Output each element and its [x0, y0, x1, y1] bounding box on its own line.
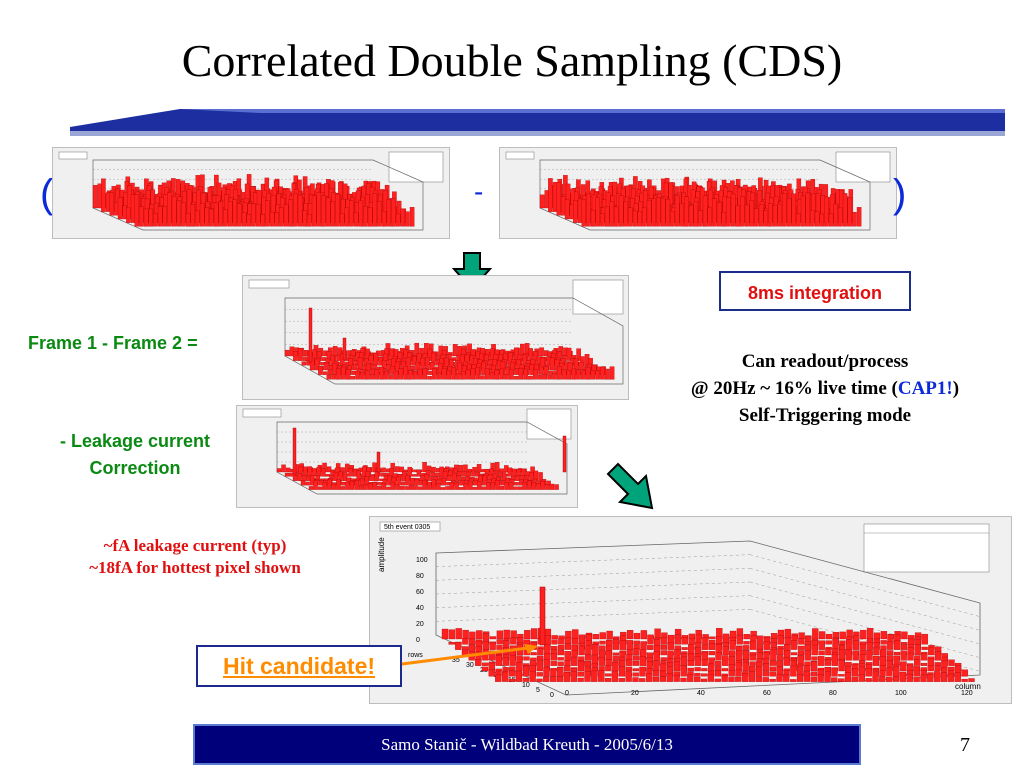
frame1-histogram — [52, 147, 450, 239]
event-histogram-svg: 5th event 0305 amplitude column rows 100… — [377, 521, 990, 699]
event-rowtick: 35 — [452, 657, 460, 664]
minus-sign: - — [474, 176, 484, 207]
readout-line1: Can readout/process — [741, 351, 909, 372]
event-xtick: 120 — [961, 690, 973, 697]
event-xlabel: column — [955, 682, 981, 691]
event-xtick: 60 — [763, 690, 771, 697]
readout-line2-post: ) — [952, 378, 960, 399]
hit-pointer-arrow — [401, 644, 538, 666]
diagonal-arrow-icon — [606, 462, 654, 510]
event-xtick: 100 — [895, 690, 907, 697]
open-paren: ( — [40, 172, 54, 216]
frame-difference-label: Frame 1 - Frame 2 = — [28, 333, 198, 353]
page-number: 7 — [960, 734, 970, 756]
event-xtick: 20 — [631, 690, 639, 697]
event-xtick: 0 — [565, 690, 569, 697]
event-spike — [539, 586, 546, 646]
hit-candidate-label: Hit candidate! — [196, 645, 402, 687]
event-rowtick: 30 — [466, 662, 474, 669]
lego-texture — [276, 421, 568, 495]
readout-text: Can readout/process @ 20Hz ~ 16% live ti… — [630, 348, 1020, 429]
event-xtick: 40 — [697, 690, 705, 697]
event-rowtick: 5 — [536, 687, 540, 694]
leakage-correction-label: - Leakage current Correction — [30, 428, 240, 482]
fa-line2: ~18fA for hottest pixel shown — [89, 558, 301, 577]
footer-bar: Samo Stanič - Wildbad Kreuth - 2005/6/13 — [193, 724, 861, 765]
event-rowtick: 0 — [550, 692, 554, 699]
event-ztick: 40 — [416, 605, 424, 612]
event-rowlabel: rows — [408, 652, 423, 659]
event-xtick: 80 — [829, 690, 837, 697]
event-ztick: 100 — [416, 557, 428, 564]
leakage-line1: - Leakage current — [59, 431, 211, 451]
frame1-histogram-svg — [58, 151, 444, 231]
sub-baseline-histogram — [236, 405, 578, 508]
integration-box: 8ms integration — [719, 271, 911, 311]
readout-line2: @ 20Hz ~ 16% live time (CAP1!) — [630, 375, 1020, 402]
frame2-histogram — [499, 147, 897, 239]
event-ztick: 20 — [416, 621, 424, 628]
title-underline-bar — [70, 109, 1005, 136]
lego-texture — [539, 159, 871, 231]
fa-line1: ~fA leakage current (typ) — [103, 536, 287, 555]
event-ztick: 60 — [416, 589, 424, 596]
difference-histogram-svg — [248, 279, 624, 385]
event-title: 5th event 0305 — [384, 524, 430, 531]
event-bars — [441, 586, 975, 682]
leakage-line2: Correction — [89, 458, 181, 478]
slide-title: Correlated Double Sampling (CDS) — [181, 35, 843, 86]
frame2-histogram-svg — [505, 151, 891, 231]
event-ztick: 0 — [416, 637, 420, 644]
event-ztick: 80 — [416, 573, 424, 580]
sub-baseline-histogram-svg — [242, 408, 572, 495]
difference-histogram — [242, 275, 629, 400]
lego-texture — [92, 159, 424, 231]
event-rowtick: 10 — [522, 682, 530, 689]
event-histogram: 5th event 0305 amplitude column rows 100… — [369, 516, 1012, 704]
leakage-info-text: ~fA leakage current (typ) ~18fA for hott… — [30, 535, 360, 579]
readout-line3: Self-Triggering mode — [738, 405, 912, 426]
event-ylabel: amplitude — [377, 537, 386, 572]
lego-texture — [284, 297, 624, 385]
close-paren: ) — [893, 172, 907, 216]
cap1-text: CAP1! — [897, 378, 953, 399]
readout-line2-pre: @ 20Hz ~ 16% live time ( — [690, 378, 898, 399]
